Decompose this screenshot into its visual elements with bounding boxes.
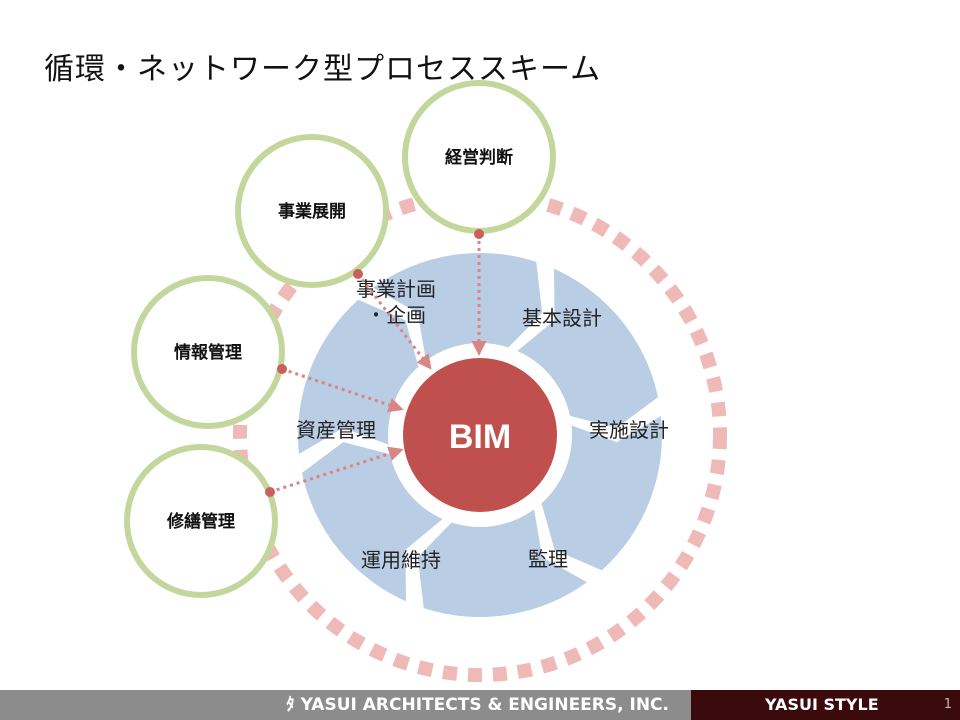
cycle-segment-operation bbox=[301, 442, 443, 602]
brand-name: YASUI STYLE bbox=[765, 695, 879, 714]
cycle-segment-supervision bbox=[417, 509, 587, 617]
outer-node-label-management-decision: 経営判断 bbox=[445, 147, 513, 168]
arrow-dot-management-decision bbox=[474, 229, 484, 239]
outer-node-repair-management bbox=[124, 444, 278, 598]
company-name: YASUI ARCHITECTS & ENGINEERS, INC. bbox=[300, 695, 669, 715]
outer-node-label-information-management: 情報管理 bbox=[174, 342, 242, 363]
cycle-segment-label-supervision: 監理 bbox=[528, 547, 568, 571]
cycle-segment-basic-design bbox=[517, 268, 659, 428]
arrow-dot-repair-management bbox=[265, 487, 275, 497]
cycle-segment-label-operation: 運用維持 bbox=[361, 548, 441, 572]
cycle-segment-label-asset-management: 資産管理 bbox=[296, 418, 376, 442]
arrow-business-development bbox=[356, 273, 432, 370]
arrow-dot-information-management bbox=[277, 364, 287, 374]
outer-node-business-development bbox=[235, 134, 389, 288]
bim-center-circle bbox=[403, 358, 557, 512]
cycle-segment-label-detailed-design: 実施設計 bbox=[589, 418, 669, 442]
arrow-repair-management bbox=[269, 446, 404, 494]
outer-node-label-business-development: 事業展開 bbox=[278, 201, 346, 222]
outer-node-label-repair-management: 修繕管理 bbox=[166, 511, 235, 532]
cycle-segment-detailed-design bbox=[541, 415, 663, 571]
page-number: 1 bbox=[943, 697, 952, 712]
cycle-segment-asset-management bbox=[297, 299, 419, 455]
bim-center-label: BIM bbox=[449, 418, 511, 456]
outer-node-information-management bbox=[131, 275, 285, 429]
arrow-dot-business-development bbox=[353, 269, 363, 279]
footer-brand-bar: YASUI STYLE 1 bbox=[691, 690, 960, 720]
cycle-segment-planning bbox=[373, 253, 543, 361]
cycle-segment-label-planning: 事業計画・企画 bbox=[356, 277, 436, 327]
process-diagram: 事業計画・企画基本設計実施設計監理 運用維持 資産管理 BIM 経営判断事業展開情報… bbox=[124, 80, 727, 682]
cycle-segments bbox=[297, 253, 663, 617]
cycle-segment-label-basic-design: 基本設計 bbox=[522, 306, 602, 330]
yasui-logo-icon: ﾀ bbox=[286, 695, 295, 715]
slide-title: 循環・ネットワーク型プロセススキーム bbox=[44, 52, 602, 87]
connector-arrows bbox=[265, 229, 487, 497]
cycle-segment-labels: 事業計画・企画基本設計実施設計監理 運用維持 資産管理 bbox=[296, 277, 669, 572]
